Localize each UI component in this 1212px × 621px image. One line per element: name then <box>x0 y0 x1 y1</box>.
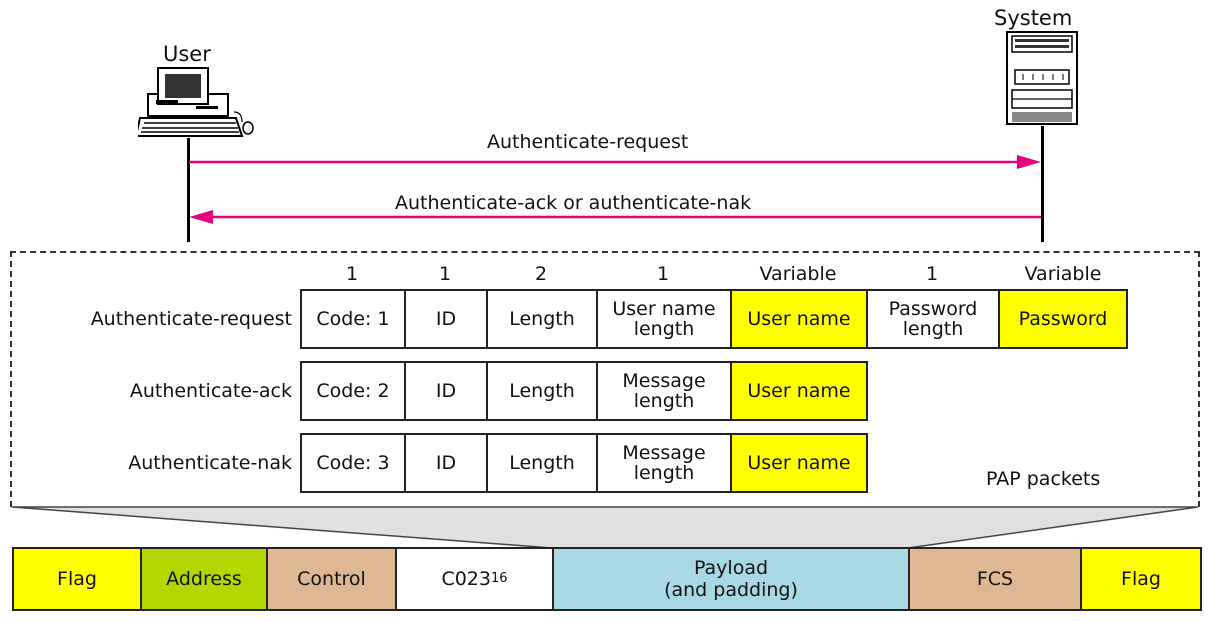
field-size-label: 2 <box>534 263 548 285</box>
system-lifeline <box>1041 126 1044 242</box>
field-size-label: Variable <box>759 263 837 285</box>
field-size-label: 1 <box>925 263 939 285</box>
password-length-field: Password length <box>866 289 1000 349</box>
message-length-field: Message length <box>596 433 732 493</box>
length-field: Length <box>486 433 598 493</box>
field-size-label: 1 <box>345 263 359 285</box>
encapsulation-funnel <box>11 506 1199 549</box>
frame-control: Control <box>266 547 397 611</box>
message-length-field: Message length <box>596 361 732 421</box>
user-name-field: User name <box>730 433 868 493</box>
packet-name-nak: Authenticate-nak <box>128 452 292 474</box>
system-label: System <box>994 6 1073 30</box>
code-field: Code: 2 <box>300 361 406 421</box>
id-field: ID <box>404 289 488 349</box>
user-label: User <box>163 42 211 66</box>
field-size-label: Variable <box>1024 263 1102 285</box>
pap-packets-box <box>10 251 1200 507</box>
user-lifeline <box>187 138 190 242</box>
id-field: ID <box>404 361 488 421</box>
frame-flag-start: Flag <box>12 547 142 611</box>
pap-packets-label: PAP packets <box>986 468 1101 490</box>
reply-arrow <box>189 210 1041 224</box>
length-field: Length <box>486 361 598 421</box>
request-arrow <box>189 155 1041 169</box>
code-field: Code: 3 <box>300 433 406 493</box>
code-field: Code: 1 <box>300 289 406 349</box>
protocol-value: C023 <box>441 568 491 590</box>
frame-flag-end: Flag <box>1080 547 1202 611</box>
frame-address: Address <box>140 547 268 611</box>
server-icon <box>1006 31 1078 125</box>
user-name-length-field: User name length <box>596 289 732 349</box>
protocol-subscript: 16 <box>491 571 508 586</box>
field-size-label: 1 <box>438 263 452 285</box>
packet-name-request: Authenticate-request <box>90 308 292 330</box>
reply-label: Authenticate-ack or authenticate-nak <box>395 192 752 214</box>
frame-payload: Payload (and padding) <box>552 547 910 611</box>
field-size-label: 1 <box>656 263 670 285</box>
request-label: Authenticate-request <box>487 131 689 153</box>
payload-line2: (and padding) <box>664 579 798 601</box>
id-field: ID <box>404 433 488 493</box>
user-name-field: User name <box>730 289 868 349</box>
packet-name-ack: Authenticate-ack <box>129 380 292 402</box>
user-computer-icon <box>138 67 254 137</box>
frame-fcs: FCS <box>908 547 1082 611</box>
payload-line1: Payload <box>693 557 769 579</box>
length-field: Length <box>486 289 598 349</box>
user-name-field: User name <box>730 361 868 421</box>
password-field: Password <box>998 289 1128 349</box>
